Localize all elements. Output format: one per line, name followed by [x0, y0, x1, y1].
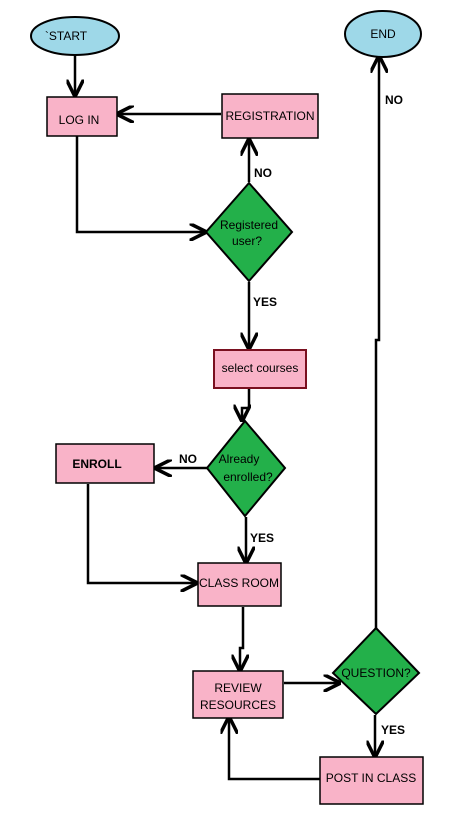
- terminal-start-label: `START: [45, 29, 88, 43]
- edge-classroom-review: [240, 607, 243, 670]
- edge-question-end: [376, 57, 379, 628]
- edge-label-q-yes: YES: [381, 723, 405, 737]
- edge-post-review: [229, 718, 320, 781]
- decision-registered-label-2: user?: [232, 234, 262, 248]
- process-login-label: LOG IN: [59, 113, 100, 127]
- edge-label-enr-no: NO: [179, 452, 197, 466]
- edge-label-enr-yes: YES: [250, 531, 274, 545]
- edge-label-q-no: NO: [385, 93, 403, 107]
- edge-enroll-classroom: [86, 484, 196, 583]
- process-post-label: POST IN CLASS: [326, 771, 416, 785]
- terminal-start: `START: [30, 16, 120, 56]
- process-registration: REGISTRATION: [221, 93, 319, 139]
- process-post-in-class: POST IN CLASS: [319, 756, 424, 805]
- process-select-courses: select courses: [213, 349, 307, 389]
- edge-label-reg-no: NO: [254, 166, 272, 180]
- edge-login-registered: [75, 136, 205, 232]
- connectors: [75, 54, 379, 781]
- process-registration-label: REGISTRATION: [225, 109, 314, 123]
- decision-already-label-2: enrolled?: [223, 470, 273, 484]
- decision-question-label: QUESTION?: [341, 666, 411, 680]
- process-review-label-1: REVIEW: [214, 681, 262, 695]
- process-enroll-label: ENROLL: [72, 457, 121, 471]
- process-login: LOG IN: [46, 96, 118, 137]
- terminal-end: END: [344, 10, 422, 58]
- process-review-resources: REVIEW RESOURCES: [192, 670, 284, 719]
- process-classroom-label: CLASS ROOM: [199, 576, 279, 590]
- process-select-courses-label: select courses: [222, 361, 299, 375]
- decision-question: QUESTION?: [331, 626, 421, 716]
- process-review-label-2: RESOURCES: [200, 698, 276, 712]
- decision-registered-label-1: Registered: [220, 218, 278, 232]
- decision-already-enrolled: Already enrolled?: [205, 419, 287, 518]
- process-enroll: ENROLL: [55, 443, 155, 484]
- edge-select-already: [242, 389, 249, 420]
- process-classroom: CLASS ROOM: [197, 562, 282, 607]
- decision-already-label-1: Already: [219, 452, 260, 466]
- edge-label-reg-yes: YES: [253, 295, 277, 309]
- decision-registered-user: Registered user?: [204, 181, 294, 283]
- terminal-end-label: END: [370, 27, 396, 41]
